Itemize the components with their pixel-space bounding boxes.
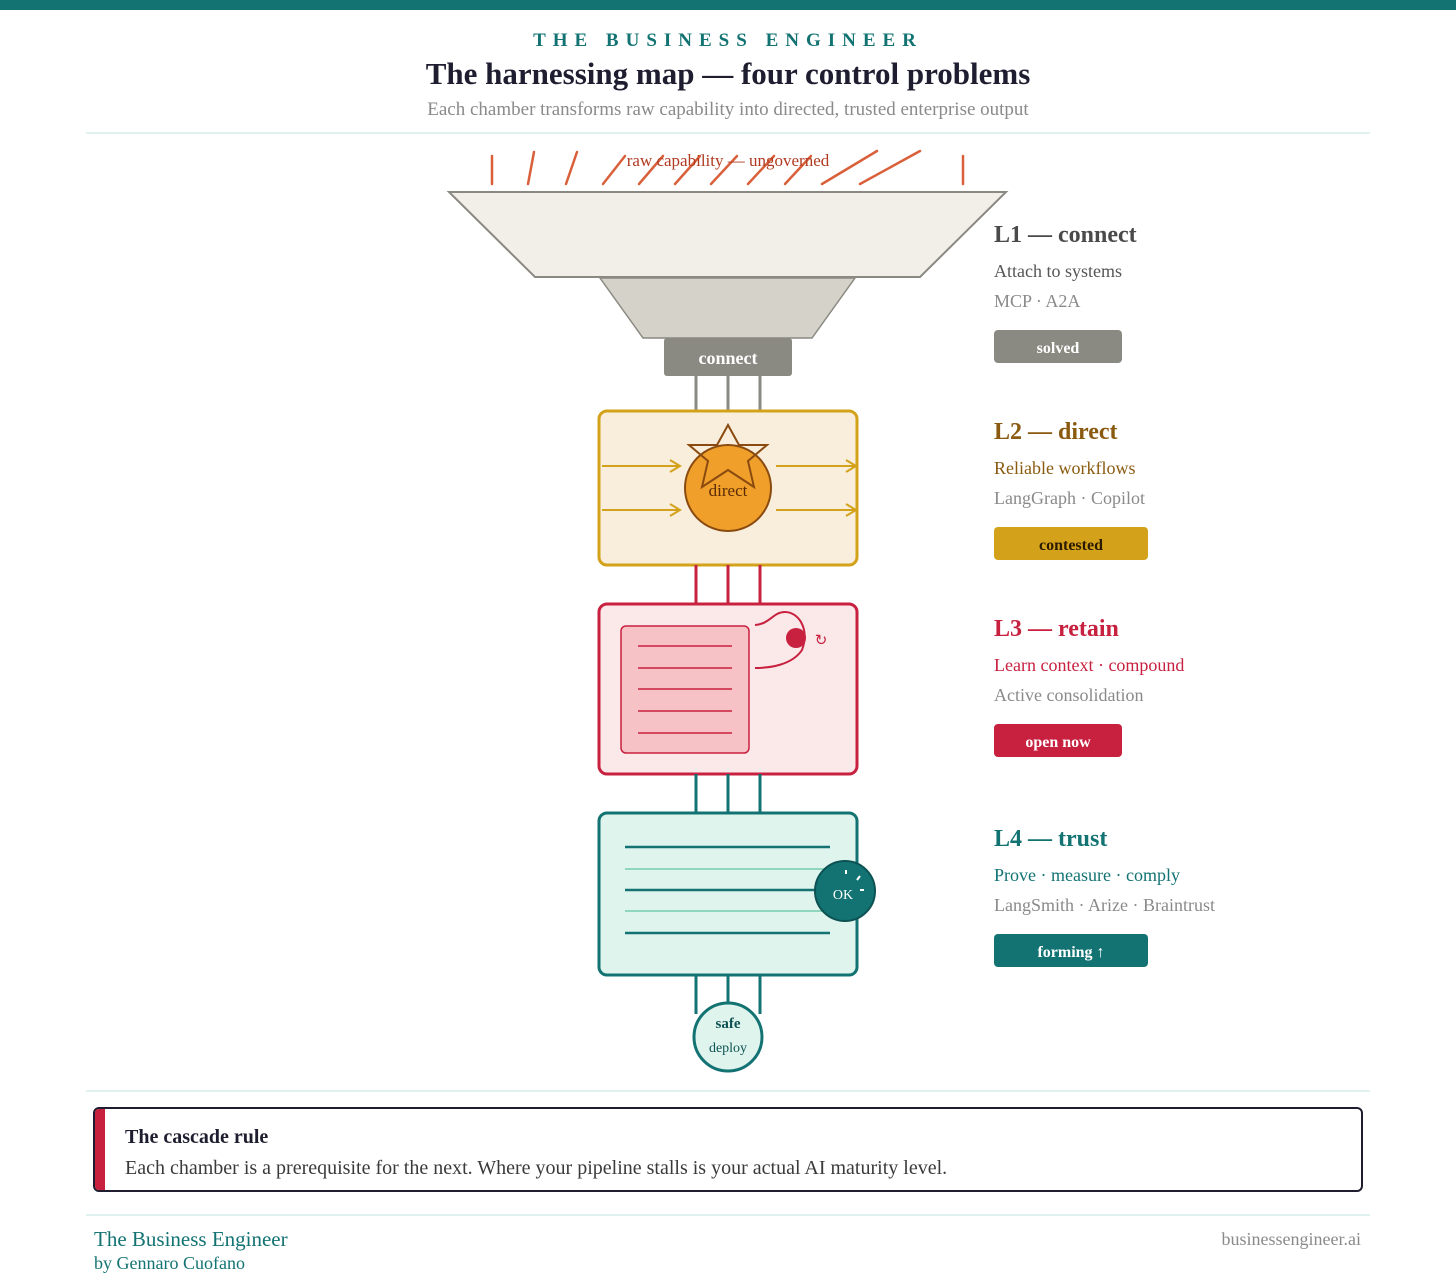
funnel-top (449, 192, 1006, 277)
layer-examples: LangGraph · Copilot (994, 488, 1148, 509)
layer-description: Learn context · compound (994, 655, 1184, 676)
layer-l2-direct: L2 — direct Reliable workflows LangGraph… (994, 419, 1148, 560)
funnel-neck (600, 278, 855, 338)
refresh-icon: ↻ (815, 631, 828, 649)
ok-label: OK (833, 888, 853, 903)
layer-title: L4 — trust (994, 826, 1215, 853)
status-badge: contested (994, 527, 1148, 560)
retain-node (786, 628, 806, 648)
safe-deploy-output (694, 1003, 762, 1071)
status-badge: forming ↑ (994, 934, 1148, 967)
callout-title: The cascade rule (125, 1126, 268, 1149)
connect-label: connect (699, 348, 758, 368)
safe-label: safe (716, 1016, 741, 1032)
harnessing-pipeline-diagram: raw capability — ungoverned connect dire… (0, 0, 1456, 1090)
footer-site-link[interactable]: businessengineer.ai (1222, 1229, 1361, 1250)
layer-title: L2 — direct (994, 419, 1148, 446)
deploy-label: deploy (709, 1041, 747, 1056)
layer-title: L1 — connect (994, 222, 1137, 249)
footer-divider (86, 1214, 1370, 1216)
layer-title: L3 — retain (994, 616, 1184, 643)
footer-byline: by Gennaro Cuofano (94, 1253, 245, 1274)
layer-description: Reliable workflows (994, 458, 1148, 479)
layer-examples: MCP · A2A (994, 291, 1137, 312)
pipes-retain-to-trust (696, 774, 760, 813)
footer-brand: The Business Engineer (94, 1227, 288, 1252)
status-badge: open now (994, 724, 1122, 757)
layer-l1-connect: L1 — connect Attach to systems MCP · A2A… (994, 222, 1137, 363)
cascade-rule-callout: The cascade rule Each chamber is a prere… (93, 1107, 1363, 1192)
layer-l4-trust: L4 — trust Prove · measure · comply Lang… (994, 826, 1215, 967)
layer-l3-retain: L3 — retain Learn context · compound Act… (994, 616, 1184, 757)
callout-text: Each chamber is a prerequisite for the n… (125, 1157, 947, 1180)
callout-accent-bar (95, 1109, 105, 1190)
layer-description: Prove · measure · comply (994, 865, 1215, 886)
diagram-divider (86, 1090, 1370, 1092)
direct-label: direct (709, 481, 748, 500)
layer-description: Attach to systems (994, 261, 1137, 282)
pipes-direct-to-retain (696, 565, 760, 604)
layer-examples: Active consolidation (994, 685, 1184, 706)
raw-capability-label: raw capability — ungoverned (627, 151, 830, 170)
layer-examples: LangSmith · Arize · Braintrust (994, 895, 1215, 916)
pipes-connect-to-direct (696, 376, 760, 411)
status-badge: solved (994, 330, 1122, 363)
